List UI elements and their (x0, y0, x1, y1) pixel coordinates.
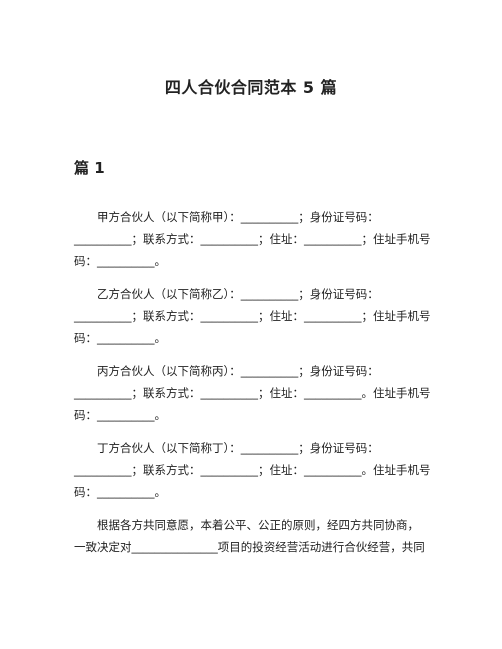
paragraph-party-b: 乙方合伙人（以下简称乙）：__________；身份证号码： _________… (74, 283, 434, 349)
paragraph-line: 丙方合伙人（以下简称丙）：__________；身份证号码： (97, 364, 379, 378)
paragraph-agreement: 根据各方共同意愿，本着公平、公正的原则，经四方共同协商， 一致决定对______… (74, 514, 434, 558)
paragraph-line: 一致决定对_______________项目的投资经营活动进行合伙经营，共同 (74, 540, 425, 554)
paragraph-line: __________；联系方式：__________；住址：__________… (74, 463, 431, 477)
paragraph-line: __________；联系方式：__________；住址：__________… (74, 386, 431, 400)
paragraph-line: 码：__________。 (74, 408, 166, 422)
paragraph-line: 根据各方共同意愿，本着公平、公正的原则，经四方共同协商， (97, 518, 419, 532)
paragraph-line: 码：__________。 (74, 331, 166, 345)
paragraph-line: 码：__________。 (74, 485, 166, 499)
paragraph-party-a: 甲方合伙人（以下简称甲）：__________；身份证号码： _________… (74, 206, 434, 272)
document-title: 四人合伙合同范本 5 篇 (164, 78, 338, 97)
document-body: 甲方合伙人（以下简称甲）：__________；身份证号码： _________… (74, 206, 434, 569)
paragraph-line: __________；联系方式：__________；住址：__________… (74, 232, 431, 246)
paragraph-line: 乙方合伙人（以下简称乙）：__________；身份证号码： (97, 287, 379, 301)
paragraph-party-c: 丙方合伙人（以下简称丙）：__________；身份证号码： _________… (74, 360, 434, 426)
paragraph-line: 甲方合伙人（以下简称甲）：__________；身份证号码： (97, 210, 379, 224)
paragraph-line: 码：__________。 (74, 254, 166, 268)
section-heading: 篇 1 (74, 159, 105, 177)
paragraph-line: 丁方合伙人（以下简称丁）：__________；身份证号码： (97, 441, 379, 455)
paragraph-party-d: 丁方合伙人（以下简称丁）：__________；身份证号码： _________… (74, 437, 434, 503)
paragraph-line: __________；联系方式：__________；住址：__________… (74, 309, 431, 323)
